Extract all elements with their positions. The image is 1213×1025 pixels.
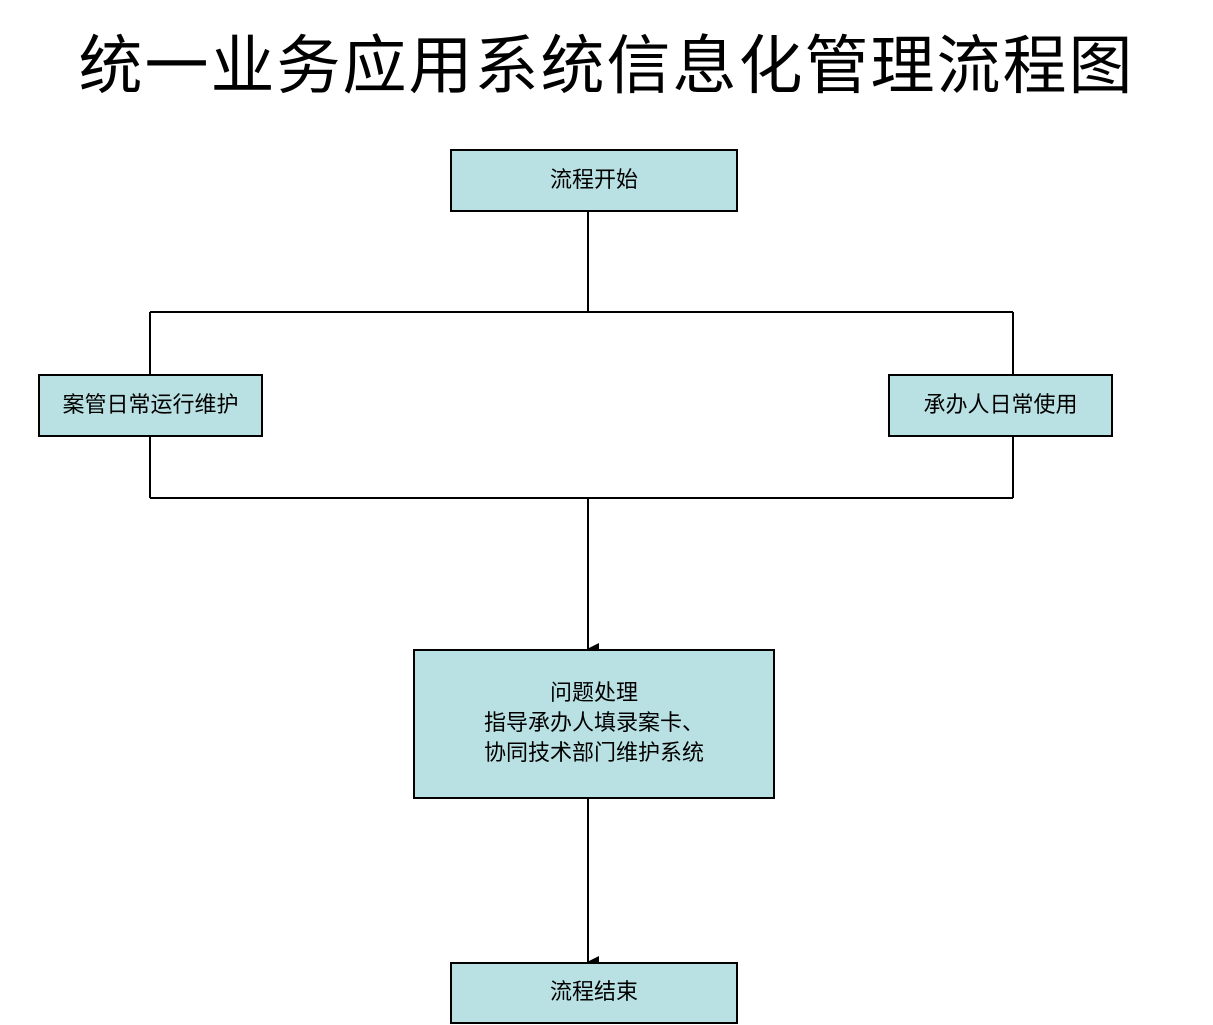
node-case-management: 案管日常运行维护 <box>38 374 263 437</box>
node-start-label: 流程开始 <box>549 167 638 193</box>
node-handler-usage-label: 承办人日常使用 <box>923 392 1078 418</box>
node-start: 流程开始 <box>450 149 738 212</box>
node-case-management-label: 案管日常运行维护 <box>62 392 239 418</box>
node-end: 流程结束 <box>450 962 738 1024</box>
node-problem-handling: 问题处理 指导承办人填录案卡、 协同技术部门维护系统 <box>413 649 775 799</box>
node-problem-handling-line-2: 指导承办人填录案卡、 <box>483 711 704 736</box>
diagram-title: 统一业务应用系统信息化管理流程图 <box>78 30 1135 104</box>
node-problem-handling-line-3: 协同技术部门维护系统 <box>483 741 704 766</box>
node-handler-usage: 承办人日常使用 <box>888 374 1113 437</box>
node-problem-handling-line-1: 问题处理 <box>549 681 638 706</box>
node-end-label: 流程结束 <box>549 980 638 1005</box>
